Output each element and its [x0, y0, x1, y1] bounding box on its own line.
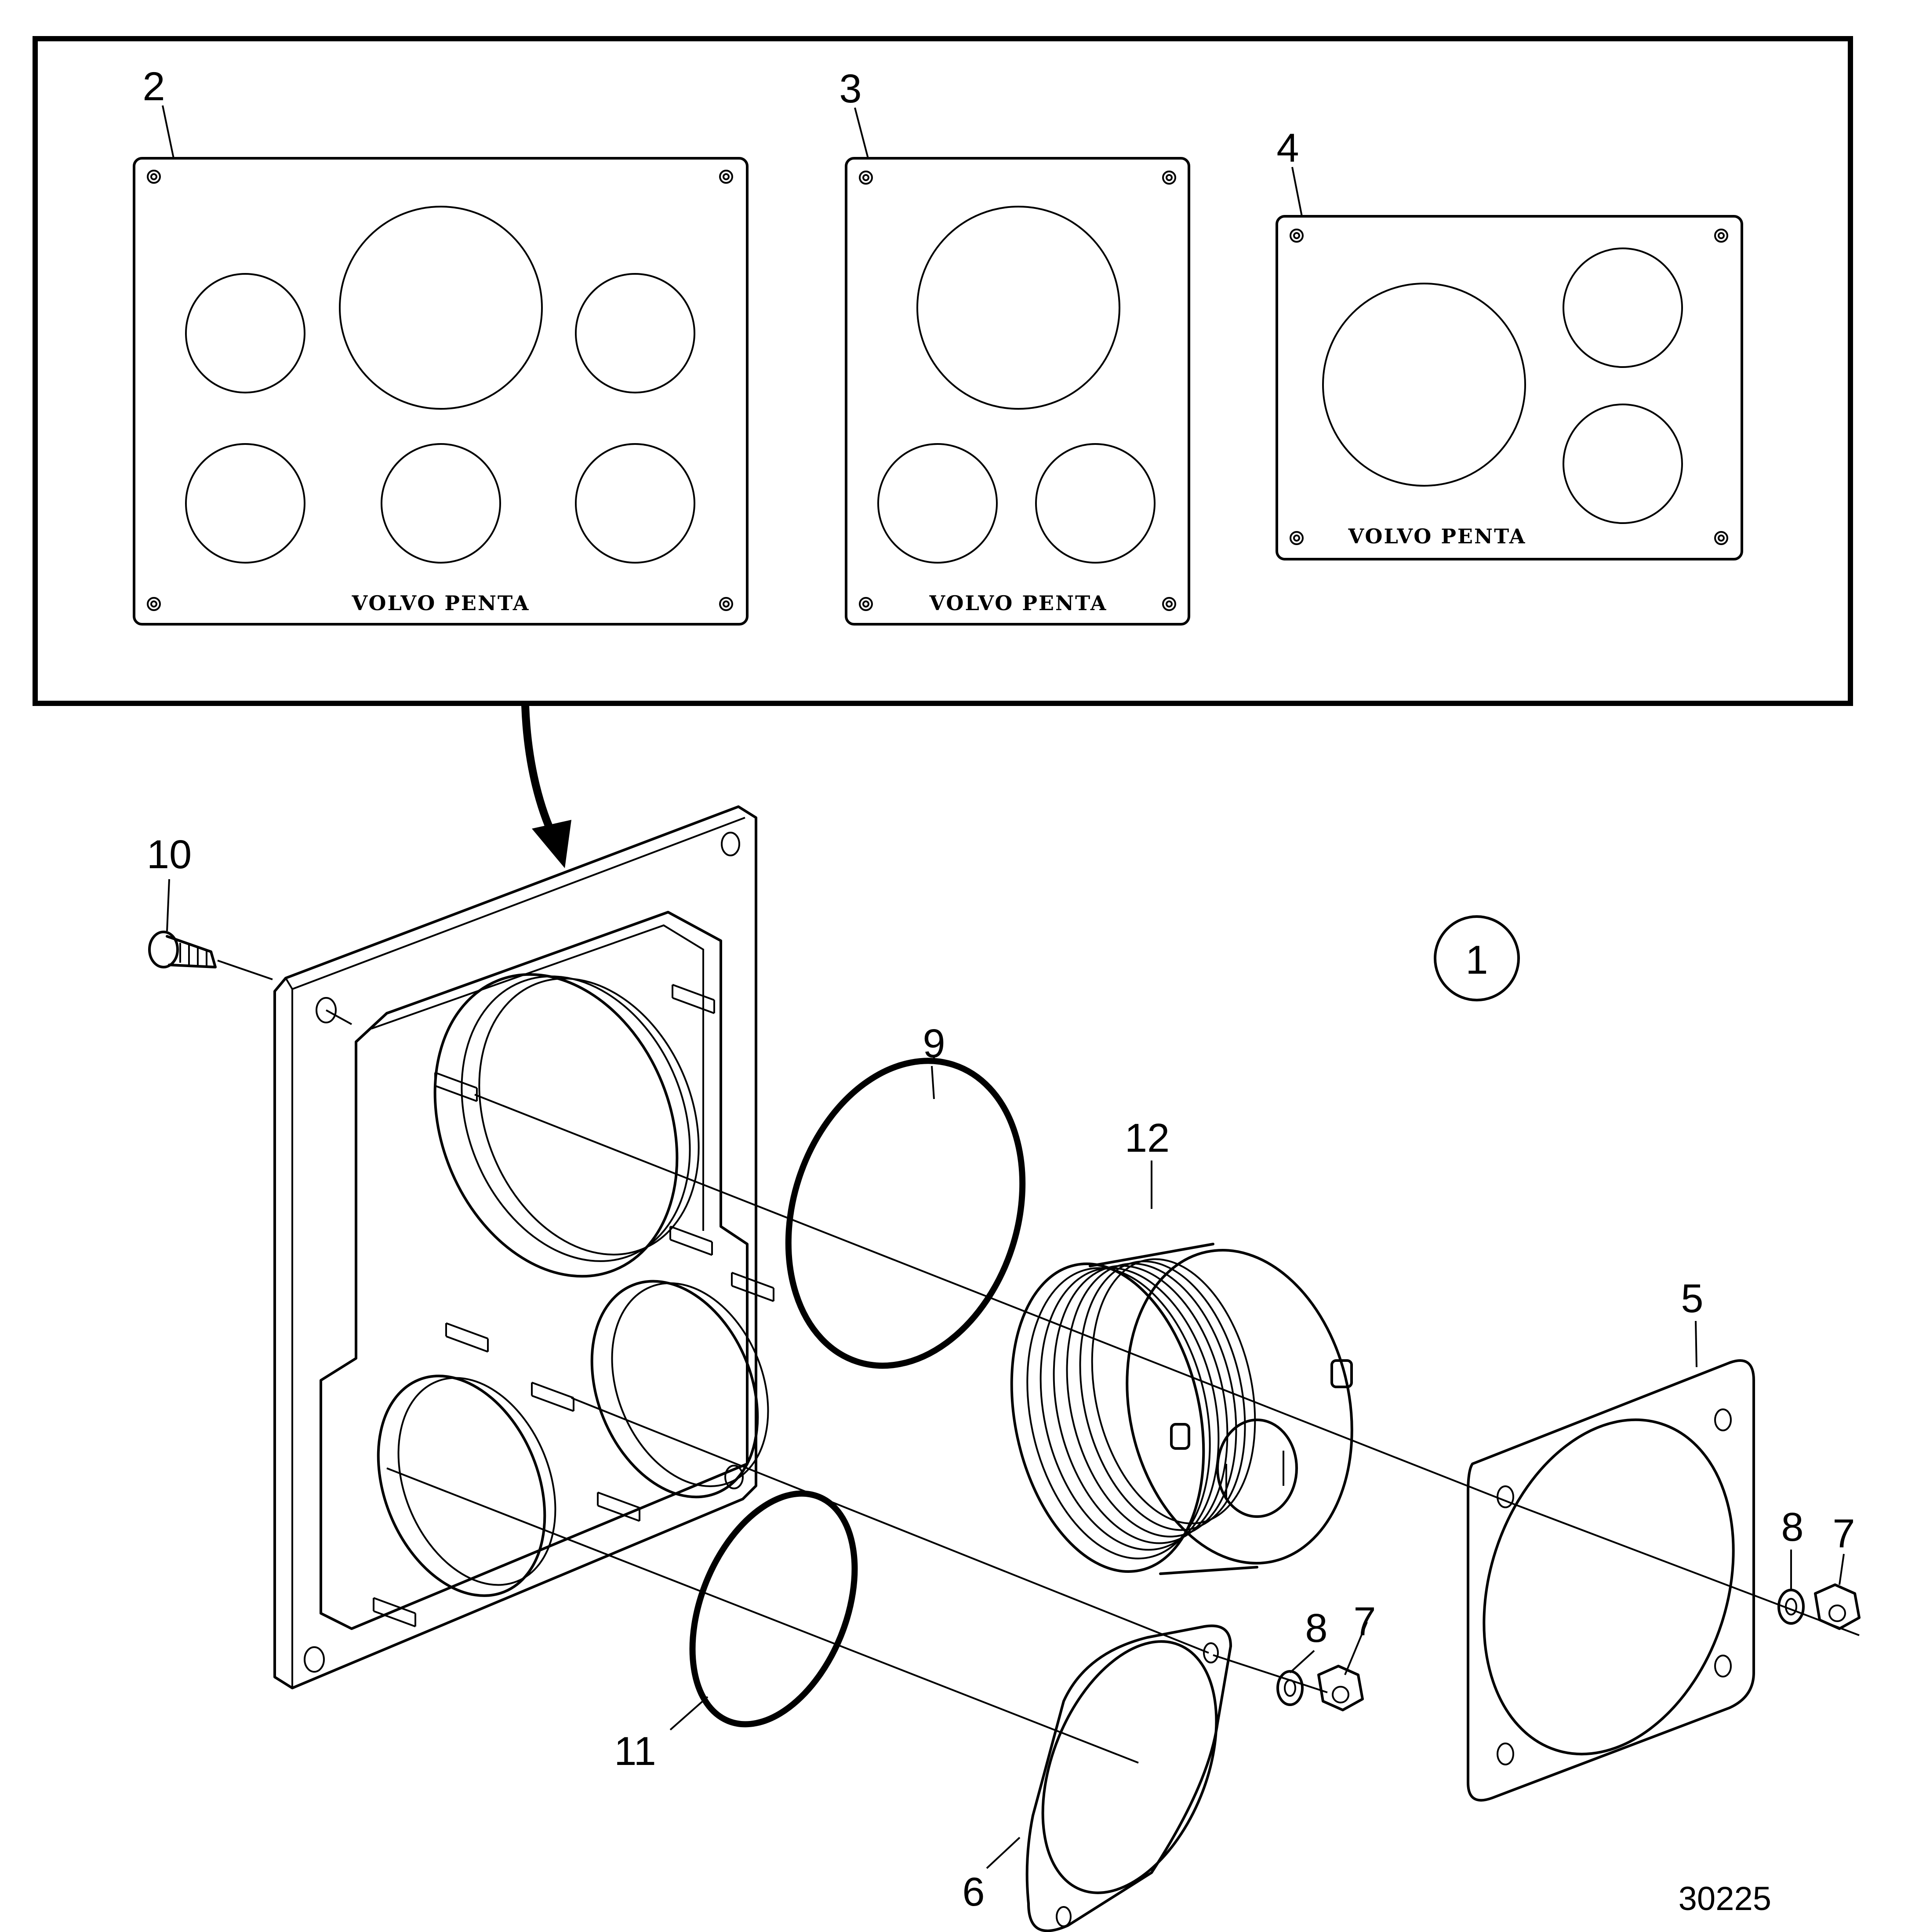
callout-3: 3: [839, 66, 861, 111]
figure-number: 30225: [1679, 1880, 1771, 1917]
panel-variant-3: VOLVO PENTA: [845, 157, 1190, 626]
o-ring-part-11: [689, 1490, 858, 1728]
callout-8a: 8: [1305, 1606, 1327, 1651]
callout-8b: 8: [1781, 1505, 1803, 1550]
bezel-ring-part-5: [1467, 1359, 1755, 1802]
panel-variant-4: VOLVO PENTA: [1276, 215, 1743, 560]
callout-6: 6: [962, 1870, 985, 1914]
small-gauge-bore-right: [590, 1280, 769, 1499]
assembly-axis-lines: [386, 1094, 1860, 1764]
brand-label: VOLVO PENTA: [929, 591, 1108, 615]
callout-2: 2: [142, 64, 165, 109]
callout-10: 10: [147, 832, 192, 877]
instrument-panel: [273, 805, 774, 1689]
large-gauge-bore: [433, 973, 700, 1278]
inset-pointer-arrow: [521, 702, 571, 868]
assembly-id-badge: 1: [1434, 915, 1520, 1001]
callout-7a: 7: [1353, 1599, 1376, 1644]
screw-part-10: [148, 931, 273, 980]
small-gauge-bore-left: [377, 1375, 556, 1597]
callout-4: 4: [1276, 126, 1299, 171]
panel-studs: [373, 984, 774, 1627]
callout-labels: 2 3 4 10 9 12 5 8 7 8 7 11 6: [142, 64, 1855, 1914]
o-ring-part-9: [785, 1058, 1026, 1369]
callout-12: 12: [1125, 1116, 1170, 1161]
brand-label: VOLVO PENTA: [1348, 524, 1526, 548]
inset-border: [33, 36, 1853, 706]
brand-label: VOLVO PENTA: [352, 591, 530, 615]
gauge-instrument-part-12: [1010, 1243, 1353, 1575]
inset-frame: VOLVO PENTA VOLVO PENTA: [33, 36, 1853, 706]
assembly-id-label: 1: [1465, 938, 1488, 982]
washer-part-8: [1276, 1589, 1805, 1706]
callout-7b: 7: [1832, 1511, 1855, 1556]
callout-5: 5: [1681, 1276, 1703, 1321]
inset-leaders: [162, 105, 1303, 217]
callout-leaders: [166, 879, 1845, 1869]
panel-variant-2: VOLVO PENTA: [133, 157, 749, 626]
callout-11: 11: [614, 1729, 656, 1774]
callout-9: 9: [923, 1021, 945, 1066]
bezel-ring-part-6: [1025, 1624, 1232, 1932]
